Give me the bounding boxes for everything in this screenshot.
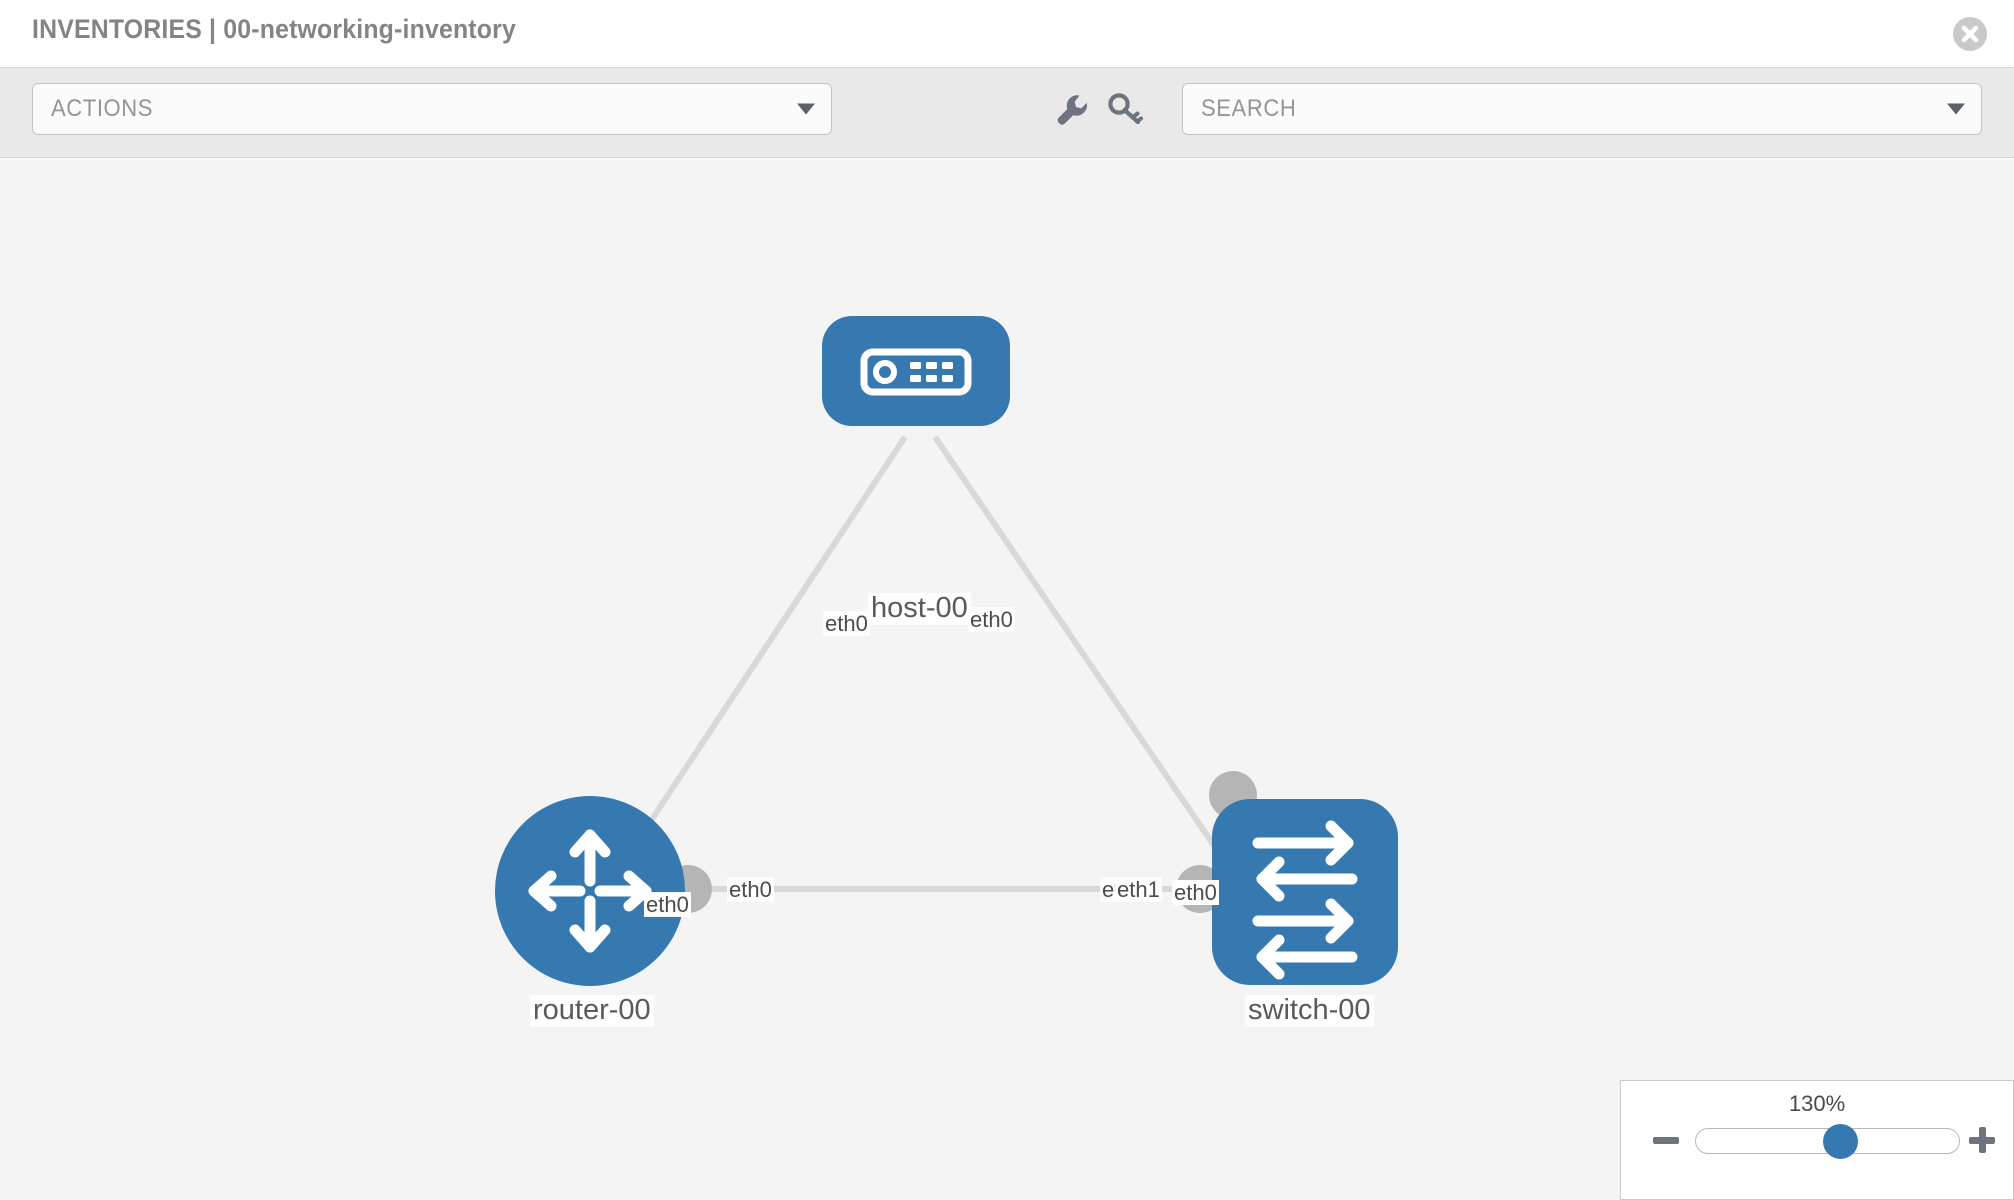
topology-canvas[interactable]: eth0 eth0 host-00 eth0 eth0 eth0 eth eth… (0, 159, 2014, 1200)
edge-label-host-right: eth0 (968, 607, 1015, 633)
edge-label-switch-up: eth0 (1172, 880, 1219, 906)
link-router-host (614, 435, 908, 874)
node-label-router-00: router-00 (530, 994, 654, 1027)
node-label-host-00: host-00 (868, 592, 971, 625)
wrench-icon[interactable] (1050, 88, 1092, 130)
search-placeholder: SEARCH (1201, 95, 1297, 122)
node-label-switch-00: switch-00 (1245, 994, 1374, 1027)
topology-links (614, 435, 1235, 892)
node-router-00 (495, 796, 685, 986)
edge-label-router-right: eth0 (727, 877, 774, 903)
actions-dropdown-label: ACTIONS (51, 95, 154, 122)
zoom-control: 130% (1620, 1080, 2014, 1200)
zoom-slider-thumb[interactable] (1823, 1124, 1858, 1159)
actions-dropdown[interactable]: ACTIONS (32, 83, 832, 135)
node-host-00 (822, 316, 1010, 426)
node-switch-00 (1212, 799, 1398, 985)
chevron-down-icon[interactable] (1947, 103, 1965, 115)
edge-label-router-up: eth0 (644, 892, 691, 918)
chevron-down-icon (797, 103, 815, 115)
close-icon[interactable] (1952, 16, 1988, 52)
minus-icon[interactable] (1649, 1123, 1683, 1157)
topology-graph (495, 316, 1398, 986)
zoom-percent-label: 130% (1788, 1091, 1846, 1116)
link-host-switch (932, 435, 1235, 874)
page-title: INVENTORIES | 00-networking-inventory (32, 14, 516, 44)
zoom-slider[interactable] (1695, 1124, 1960, 1159)
edge-label-host-left: eth0 (823, 611, 870, 637)
edge-label-switch-left-b: eth1 (1115, 877, 1162, 903)
key-icon[interactable] (1104, 88, 1146, 130)
search-input[interactable]: SEARCH (1182, 83, 1982, 135)
page-header: INVENTORIES | 00-networking-inventory (0, 0, 2014, 68)
plus-icon[interactable] (1965, 1123, 1999, 1157)
